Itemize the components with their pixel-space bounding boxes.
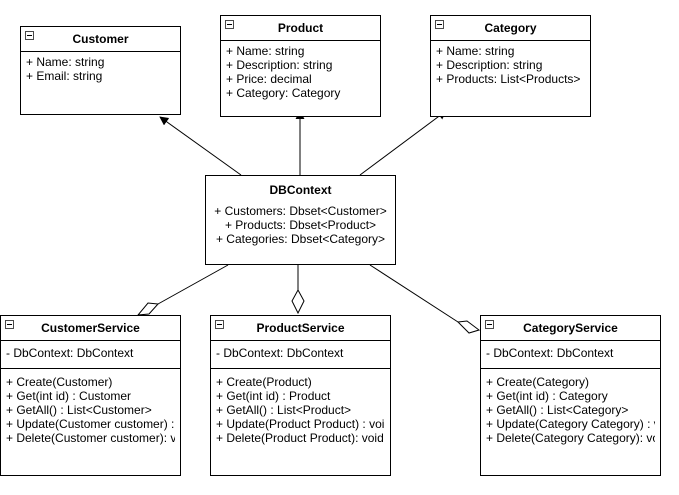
method: + Get(int id) : Customer <box>6 389 132 403</box>
collapse-icon[interactable] <box>435 20 444 29</box>
productservice-class[interactable]: ProductService - DbContext: DbContext + … <box>210 315 391 476</box>
customerservice-class[interactable]: CustomerService - DbContext: DbContext +… <box>0 315 181 476</box>
fields-section: - DbContext: DbContext <box>481 341 660 369</box>
method: + Update(Product Product) : voi <box>216 417 385 431</box>
method: + Update(Customer customer) : <box>6 417 175 431</box>
collapse-icon[interactable] <box>215 320 224 329</box>
attribute: + Customers: Dbset<Customer> <box>214 204 387 218</box>
attribute: + Category: Category <box>226 86 341 100</box>
method: + Delete(Category Category): vo <box>486 431 655 445</box>
attributes-section: + Name: string + Description: string + P… <box>221 41 380 104</box>
field: - DbContext: DbContext <box>486 346 614 360</box>
customer-class-header: Customer <box>21 27 180 52</box>
method: + Create(Product) <box>216 375 312 389</box>
categoryservice-class-header: CategoryService <box>481 316 660 341</box>
attribute: + Categories: Dbset<Category> <box>215 232 386 246</box>
class-name: CustomerService <box>41 321 140 335</box>
collapse-icon[interactable] <box>25 31 34 40</box>
class-name: Category <box>484 21 537 35</box>
attribute: + Products: Dbset<Product> <box>224 218 377 232</box>
methods-section: + Create(Category) + Get(int id) : Categ… <box>481 369 660 449</box>
association-dbcontext-category <box>359 110 447 176</box>
method: + Get(int id) : Product <box>216 389 331 403</box>
aggregation-dbcontext-customerservice <box>157 264 229 305</box>
dbcontext-class-header: DBContext <box>206 176 395 202</box>
attribute: + Name: string <box>226 44 305 58</box>
method: + GetAll() : List<Category> <box>486 403 629 417</box>
field: - DbContext: DbContext <box>6 346 134 360</box>
aggregation-dbcontext-categoryservice <box>369 264 459 323</box>
attribute: + Description: string <box>436 58 543 72</box>
product-class[interactable]: Product + Name: string + Description: st… <box>220 15 381 117</box>
method: + Delete(Product Product): void <box>216 431 384 445</box>
method: + Get(int id) : Category <box>486 389 608 403</box>
customer-class[interactable]: Customer + Name: string + Email: string <box>20 26 181 115</box>
aggregation-diamond-customerservice <box>136 302 160 316</box>
customerservice-class-header: CustomerService <box>1 316 180 341</box>
attribute: + Name: string <box>436 44 515 58</box>
field: - DbContext: DbContext <box>216 346 344 360</box>
dbcontext-class[interactable]: DBContext + Customers: Dbset<Customer> +… <box>205 175 396 265</box>
methods-section: + Create(Product) + Get(int id) : Produc… <box>211 369 390 449</box>
methods-section: + Create(Customer) + Get(int id) : Custo… <box>1 369 180 449</box>
association-dbcontext-customer <box>159 116 242 176</box>
method: + Update(Category Category) : v <box>486 417 655 431</box>
category-class[interactable]: Category + Name: string + Description: s… <box>430 15 591 117</box>
fields-section: - DbContext: DbContext <box>1 341 180 369</box>
method: + GetAll() : List<Product> <box>216 403 352 417</box>
class-name: Customer <box>72 32 129 46</box>
aggregation-diamond-categoryservice <box>456 320 481 334</box>
productservice-class-header: ProductService <box>211 316 390 341</box>
attribute: + Products: List<Products> <box>436 72 581 86</box>
attribute: + Email: string <box>26 69 103 83</box>
product-class-header: Product <box>221 16 380 41</box>
method: + Create(Customer) <box>6 375 113 389</box>
class-name: Product <box>277 21 324 35</box>
attribute: + Name: string <box>26 55 105 69</box>
method: + Delete(Customer customer): v <box>6 431 175 445</box>
category-class-header: Category <box>431 16 590 41</box>
class-name: DBContext <box>269 183 332 197</box>
method: + Create(Category) <box>486 375 590 389</box>
collapse-icon[interactable] <box>485 320 494 329</box>
attributes-section: + Name: string + Email: string <box>21 52 180 87</box>
categoryservice-class[interactable]: CategoryService - DbContext: DbContext +… <box>480 315 661 476</box>
attribute: + Price: decimal <box>226 72 312 86</box>
class-name: ProductService <box>256 321 345 335</box>
attribute: + Description: string <box>226 58 333 72</box>
fields-section: - DbContext: DbContext <box>211 341 390 369</box>
attributes-section: + Customers: Dbset<Customer> + Products:… <box>206 202 395 250</box>
aggregation-diamond-productservice <box>291 288 305 315</box>
method: + GetAll() : List<Customer> <box>6 403 152 417</box>
collapse-icon[interactable] <box>5 320 14 329</box>
class-name: CategoryService <box>523 321 618 335</box>
collapse-icon[interactable] <box>225 20 234 29</box>
attributes-section: + Name: string + Description: string + P… <box>431 41 590 90</box>
